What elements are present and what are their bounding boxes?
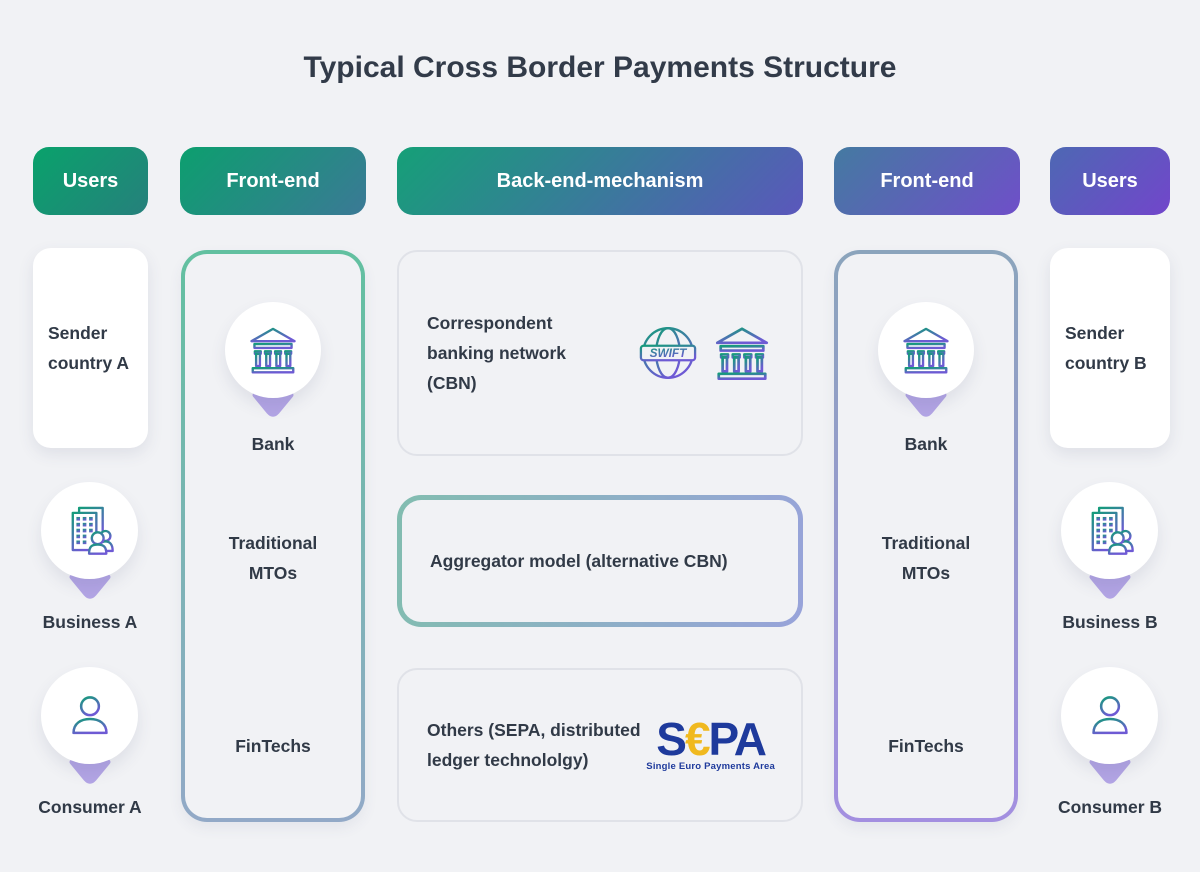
sepa-logo: S€PA Single Euro Payments Area bbox=[646, 716, 775, 772]
header-pill-users-b: Users bbox=[1050, 147, 1170, 215]
header-pill-frontend-a: Front-end bbox=[180, 147, 366, 215]
fintechs-a-label: FinTechs bbox=[235, 736, 311, 756]
down-pointer-icon bbox=[250, 392, 296, 418]
frontend-b-panel bbox=[834, 250, 1018, 822]
bank-a-label: Bank bbox=[251, 434, 295, 454]
sepa-letter-s: S bbox=[656, 712, 687, 765]
aggregator-text: Aggregator model (alternative CBN) bbox=[430, 551, 728, 571]
cbn-card: Correspondent banking network (CBN) SWIF… bbox=[397, 250, 803, 456]
bank-b-label: Bank bbox=[904, 434, 948, 454]
header-pill-frontend-b: Front-end bbox=[834, 147, 1020, 215]
sepa-letters-pa: PA bbox=[708, 712, 767, 765]
down-pointer-icon bbox=[1087, 759, 1133, 785]
bank-icon bbox=[715, 327, 769, 381]
down-pointer-icon bbox=[67, 574, 113, 600]
swift-globe-icon: SWIFT bbox=[639, 327, 697, 379]
down-pointer-icon bbox=[903, 392, 949, 418]
page-title: Typical Cross Border Payments Structure bbox=[303, 51, 897, 84]
consumer-b-circle bbox=[1061, 667, 1158, 764]
bank-icon bbox=[250, 327, 296, 374]
sender-country-a-card: Sender country A bbox=[33, 248, 148, 448]
business-icon bbox=[71, 506, 114, 555]
business-a-circle bbox=[41, 482, 138, 579]
sepa-tagline: Single Euro Payments Area bbox=[646, 760, 775, 772]
down-pointer-icon bbox=[1087, 574, 1133, 600]
cbn-text: Correspondent banking network (CBN) bbox=[427, 313, 567, 393]
others-card: Others (SEPA, distributed ledger technol… bbox=[397, 668, 803, 822]
consumer-icon bbox=[1091, 695, 1128, 734]
sepa-euro-sign: € bbox=[684, 712, 711, 765]
fintechs-b-label: FinTechs bbox=[888, 736, 964, 756]
aggregator-card: Aggregator model (alternative CBN) bbox=[397, 495, 803, 627]
consumer-a-circle bbox=[41, 667, 138, 764]
consumer-b-label: Consumer B bbox=[1057, 797, 1163, 817]
mtos-b-label: Traditional MTOs bbox=[881, 533, 971, 583]
sender-country-a-label: Sender country A bbox=[48, 323, 130, 373]
cbn-icon-row: SWIFT bbox=[639, 322, 773, 384]
bank-a-circle bbox=[225, 302, 321, 398]
sepa-wordmark: S€PA bbox=[646, 716, 775, 762]
business-a-label: Business A bbox=[42, 612, 138, 632]
sender-country-b-label: Sender country B bbox=[1065, 323, 1147, 373]
consumer-a-label: Consumer A bbox=[38, 797, 142, 817]
header-pill-users-a: Users bbox=[33, 147, 148, 215]
header-pill-backend-mechanism: Back-end-mechanism bbox=[397, 147, 803, 215]
business-b-label: Business B bbox=[1062, 612, 1158, 632]
others-text: Others (SEPA, distributed ledger technol… bbox=[427, 720, 641, 770]
mtos-a-label: Traditional MTOs bbox=[228, 533, 318, 583]
sender-country-b-card: Sender country B bbox=[1050, 248, 1170, 448]
down-pointer-icon bbox=[67, 759, 113, 785]
business-b-circle bbox=[1061, 482, 1158, 579]
consumer-icon bbox=[71, 695, 108, 734]
swift-badge-text: SWIFT bbox=[650, 346, 689, 360]
business-icon bbox=[1091, 506, 1134, 555]
bank-icon bbox=[903, 327, 949, 374]
bank-b-circle bbox=[878, 302, 974, 398]
